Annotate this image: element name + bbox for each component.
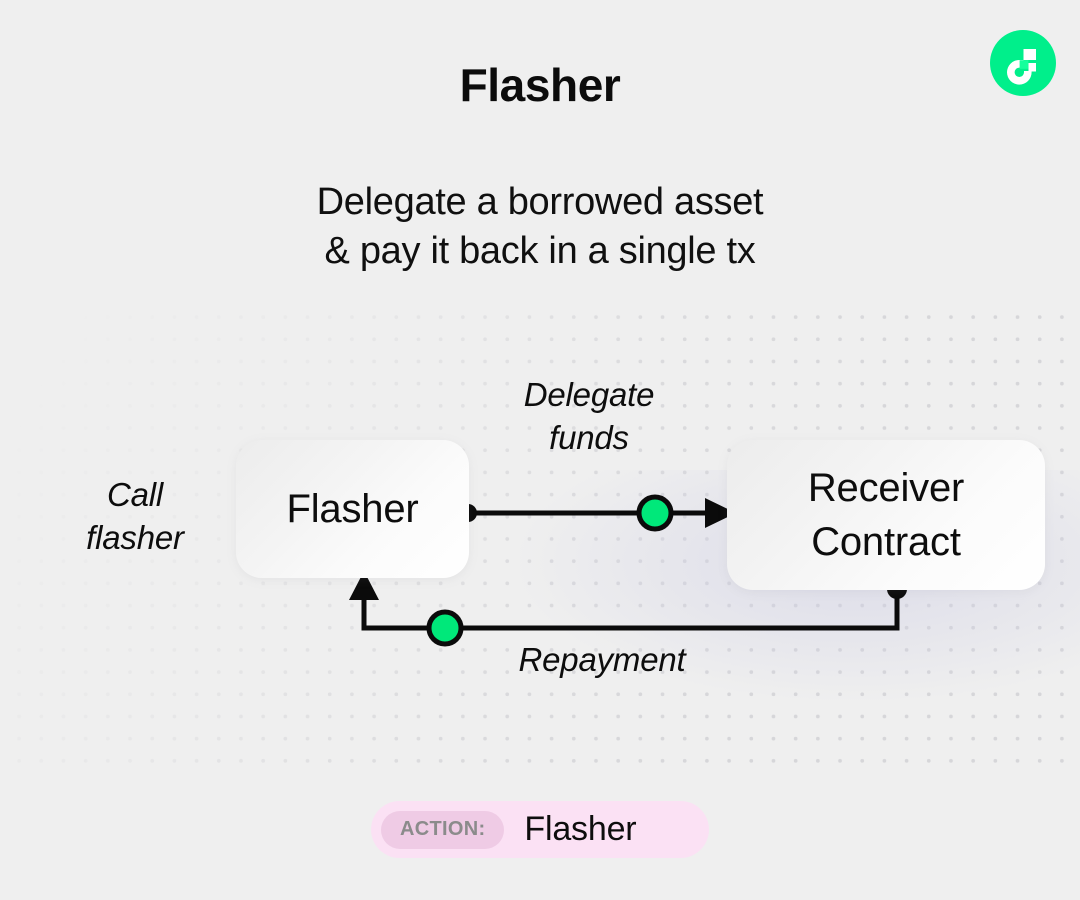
action-badge: ACTION: Flasher	[371, 801, 709, 858]
page-subtitle: Delegate a borrowed asset & pay it back …	[0, 178, 1080, 276]
edge-delegate-arrowhead	[705, 498, 736, 528]
node-receiver-label-line-2: Contract	[811, 520, 961, 564]
node-receiver-label-line-1: Receiver	[807, 466, 965, 510]
subtitle-line-1: Delegate a borrowed asset	[316, 181, 764, 223]
page-title: Flasher	[459, 59, 621, 111]
node-flasher[interactable]: Flasher	[236, 440, 469, 578]
flow-logo-icon	[990, 30, 1056, 96]
edge-repayment-arrowhead	[349, 571, 379, 600]
edge-label-delegate-funds: Delegate funds	[449, 373, 729, 459]
node-receiver-contract[interactable]: Receiver Contract	[727, 440, 1045, 590]
node-receiver-label: Receiver Contract	[808, 461, 964, 569]
edge-label-delegate-line-2: funds	[549, 419, 629, 456]
edge-repayment-node-dot	[426, 609, 464, 647]
action-value: Flasher	[524, 810, 637, 848]
node-flasher-label: Flasher	[286, 486, 419, 531]
edge-repayment-line	[361, 586, 900, 631]
action-chip-label: ACTION:	[381, 810, 505, 849]
edge-label-repayment: Repayment	[518, 641, 686, 678]
edge-label-call-line-2: flasher	[86, 519, 184, 556]
edge-label-call-flasher: Call flasher	[35, 473, 235, 559]
subtitle-line-2: & pay it back in a single tx	[324, 230, 756, 272]
edge-label-call-line-1: Call	[106, 476, 164, 513]
edge-delegate-node-dot	[636, 494, 674, 532]
edge-label-delegate-line-1: Delegate	[523, 376, 655, 413]
